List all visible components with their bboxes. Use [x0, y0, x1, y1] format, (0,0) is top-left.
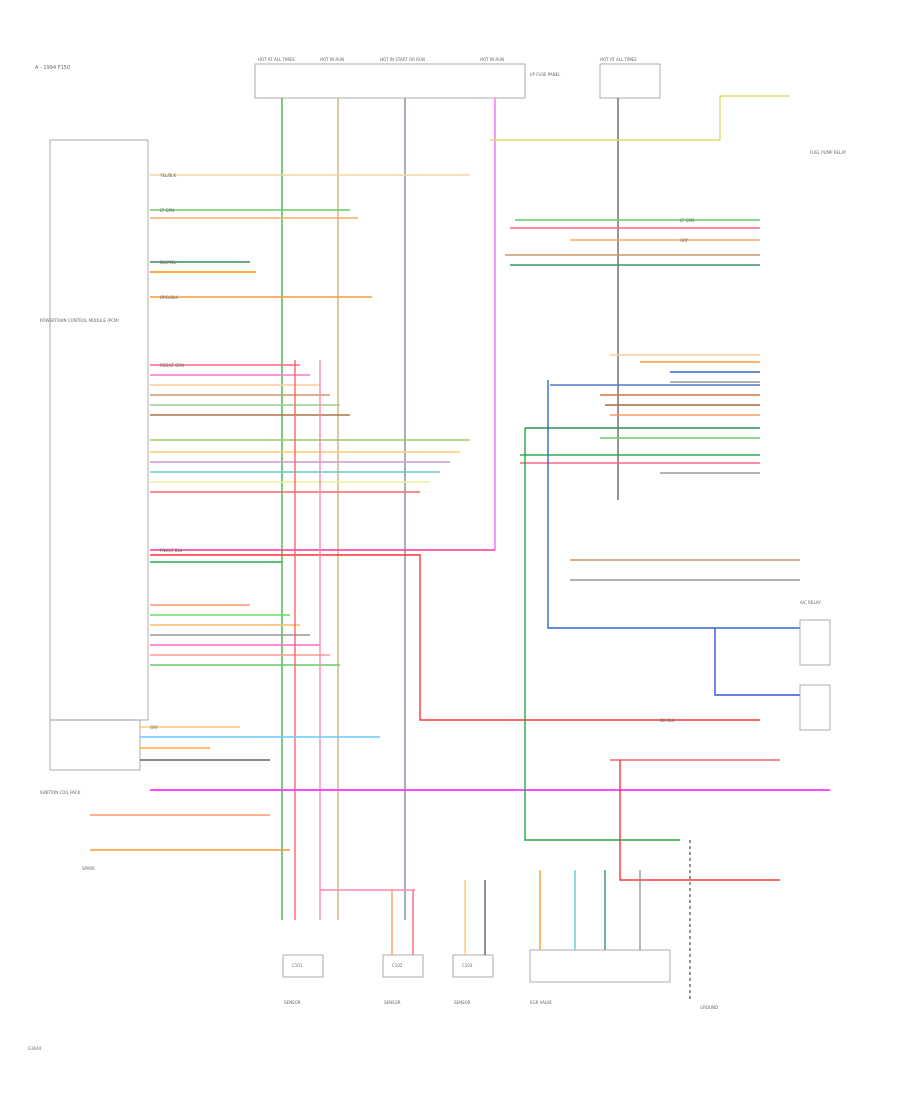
svg-text:GRY: GRY [150, 725, 159, 730]
connector-c103: C103 [462, 963, 473, 968]
svg-text:LT GRN: LT GRN [160, 208, 174, 213]
pcm-label: POWERTRAIN CONTROL MODULE (PCM) [40, 318, 119, 323]
connector-c102: C102 [392, 963, 403, 968]
spark-label: SPARK [82, 866, 95, 871]
ac-relay-label: A/C RELAY [800, 600, 821, 605]
fuse-panel-label: I/P FUSE PANEL [530, 72, 561, 77]
coil-pack-label: IGNITION COIL PACK [40, 790, 81, 795]
fuel-pump-relay-label: FUEL PUMP RELAY [810, 150, 847, 155]
svg-text:LT GRN: LT GRN [680, 218, 694, 223]
fuse-box-1-label: HOT AT ALL TIMES [258, 57, 295, 62]
svg-text:GRY: GRY [680, 238, 689, 243]
svg-text:PNK/LT BLU: PNK/LT BLU [160, 548, 183, 553]
sensor-left-label: SENSOR [284, 1000, 301, 1005]
ground-label: GROUND [700, 1005, 719, 1010]
diagram-title: A - 1994 F150 [35, 65, 71, 71]
fuse-box-2-label: HOT IN RUN [320, 57, 345, 62]
svg-text:DK BLU: DK BLU [660, 718, 675, 723]
sensor-right-label: SENSOR [454, 1000, 471, 1005]
svg-text:YEL/BLK: YEL/BLK [159, 173, 177, 178]
fuse-box-4-label: HOT IN RUN [480, 57, 505, 62]
egr-valve-label: EGR VALVE [530, 1000, 552, 1005]
fuse-box-3-label: HOT IN START OR RUN [380, 57, 425, 62]
svg-text:RED/LT GRN: RED/LT GRN [160, 363, 184, 368]
sensor-mid-label: SENSOR [384, 1000, 401, 1005]
footer-code: G3044 [28, 1046, 42, 1051]
connector-c101: C101 [292, 963, 303, 968]
svg-text:ORG/BLK: ORG/BLK [160, 295, 178, 300]
fuse-box-5-label: HOT AT ALL TIMES [600, 57, 637, 62]
svg-text:BLK/YEL: BLK/YEL [160, 260, 177, 265]
